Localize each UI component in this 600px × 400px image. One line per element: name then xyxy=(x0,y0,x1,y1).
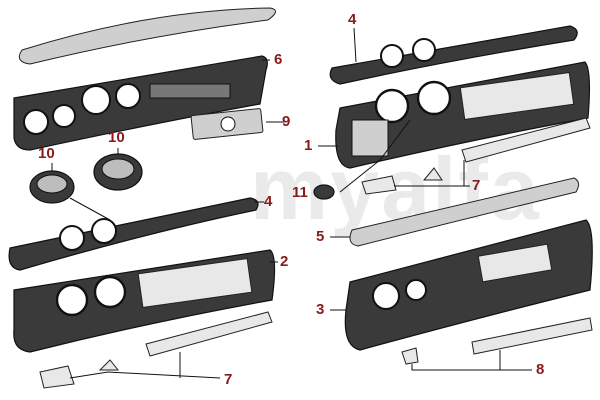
trim-strip-7a xyxy=(145,311,273,357)
crash-pad-5 xyxy=(349,177,580,247)
callout-7b: 7 xyxy=(472,177,481,194)
instrument-panel-6 xyxy=(13,55,268,151)
panel-slot xyxy=(149,83,231,99)
gauge-hole-b xyxy=(52,104,76,128)
callout-10a: 10 xyxy=(38,145,55,162)
trim-cap-7a xyxy=(98,359,120,371)
callout-5: 5 xyxy=(316,228,325,245)
trim-clip-7b xyxy=(361,175,397,195)
trim-clip-8 xyxy=(401,347,419,365)
callout-8: 8 xyxy=(536,361,545,378)
leader-4b xyxy=(353,27,357,63)
callout-6: 6 xyxy=(274,51,283,68)
trim-strip-8 xyxy=(471,317,593,355)
dash-top-pad-strip xyxy=(18,7,276,65)
badge-emblem xyxy=(220,116,236,132)
trim-clip-7a xyxy=(39,365,75,389)
gauge-hole-d xyxy=(115,83,141,109)
callout-4a: 4 xyxy=(264,193,273,210)
gauge-hole-c xyxy=(81,85,111,115)
dash-top-4-right xyxy=(329,25,578,85)
callout-11: 11 xyxy=(292,184,308,201)
trim-cap-7b xyxy=(422,167,443,181)
trim-strip-7b xyxy=(461,117,591,163)
callout-7a: 7 xyxy=(224,371,233,388)
callout-4b: 4 xyxy=(348,11,357,28)
callout-1: 1 xyxy=(304,137,313,154)
callout-2: 2 xyxy=(280,253,289,270)
switch-panel xyxy=(351,119,389,157)
callout-3: 3 xyxy=(316,301,325,318)
leader-10-to-4 xyxy=(69,197,111,221)
gauge-hole-a xyxy=(23,109,49,135)
dash-top-4-left xyxy=(8,197,259,271)
leader-7a xyxy=(69,371,221,379)
callout-10b: 10 xyxy=(108,129,125,146)
callout-9: 9 xyxy=(282,113,291,130)
leader-8 xyxy=(411,364,532,371)
knob-11 xyxy=(313,184,335,200)
leader-11 xyxy=(339,119,411,193)
